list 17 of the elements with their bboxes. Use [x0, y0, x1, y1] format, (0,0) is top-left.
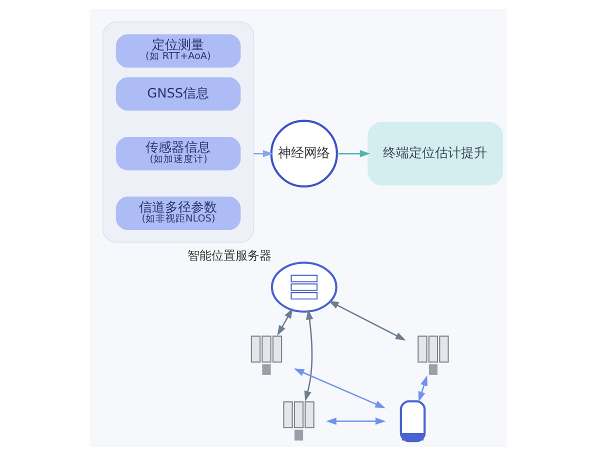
arrow	[336, 150, 370, 157]
cluster	[102, 20, 254, 242]
node-box: GNSS信息	[115, 76, 240, 110]
arrow	[328, 300, 406, 340]
arrow	[276, 308, 292, 336]
arrow	[304, 308, 313, 401]
node-box: 定位测量 (如 RTT+AoA)	[115, 34, 240, 68]
node-box: 传感器信息 (如加速度计)	[115, 136, 240, 170]
node-box: 信道多径参数 (如非视距NLOS)	[115, 196, 240, 230]
arrow	[293, 368, 386, 408]
node-label: 智能位置服务器	[187, 248, 272, 262]
arrow	[326, 417, 386, 424]
node-cloud	[270, 261, 337, 312]
arrow	[418, 374, 427, 402]
node-box: 终端定位估计提升	[367, 121, 503, 185]
arrow	[253, 150, 273, 157]
node-circle: 神经网络	[270, 119, 338, 188]
